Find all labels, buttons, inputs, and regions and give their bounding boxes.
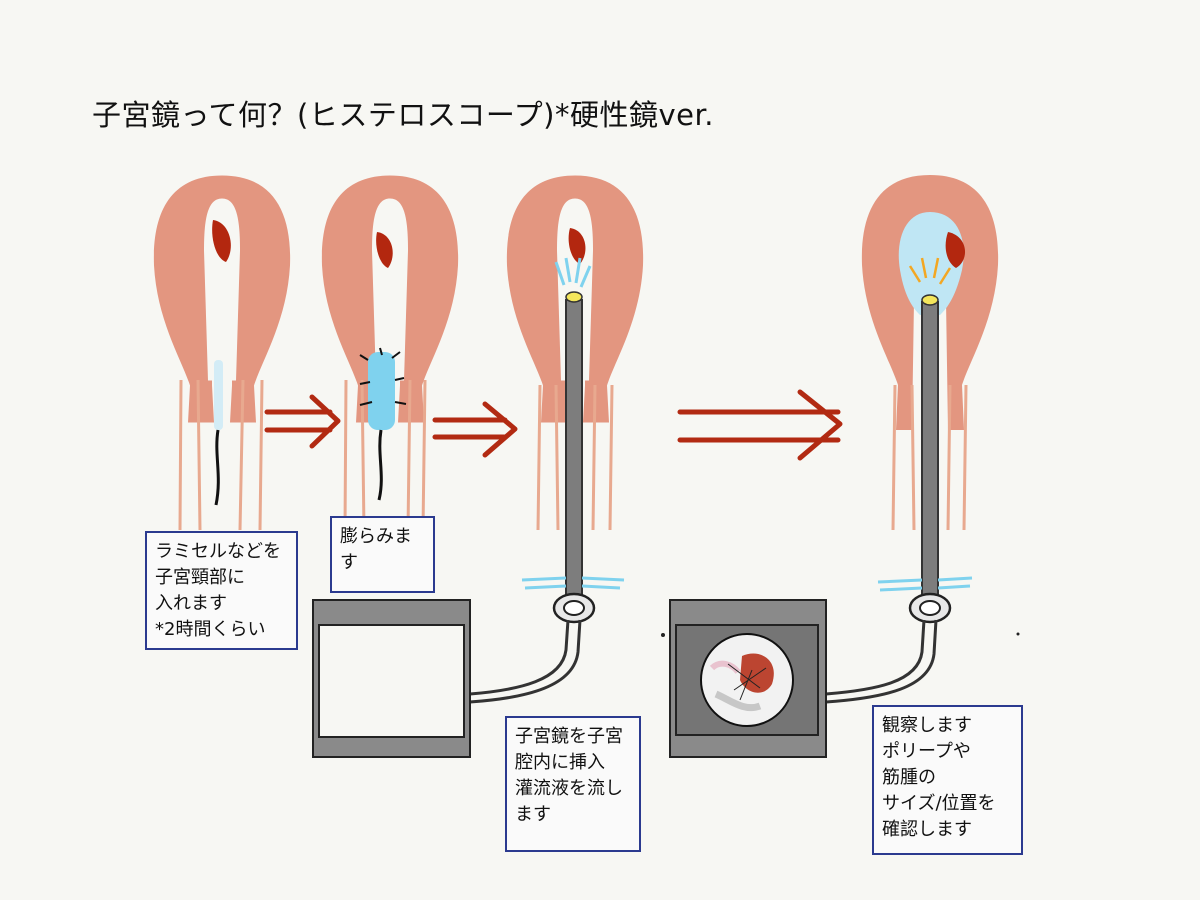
uterus-figure-2 bbox=[321, 175, 459, 531]
light-rays-icon bbox=[908, 257, 952, 285]
hysteroscope-1 bbox=[469, 291, 625, 704]
laminaria-string bbox=[214, 429, 220, 506]
expansion-arrows-icon bbox=[359, 347, 407, 406]
lesion-1 bbox=[212, 220, 231, 262]
monitor-blank bbox=[312, 599, 471, 758]
lesion-3 bbox=[568, 228, 586, 264]
arrow-right-icon bbox=[677, 389, 843, 461]
step-note-2: 膨らみます bbox=[330, 516, 435, 593]
irrigation-fluid-icon bbox=[554, 257, 592, 288]
step-note-4: 観察します ポリープや 筋腫の サイズ/位置を 確認します bbox=[872, 705, 1023, 855]
uterus-figure-1 bbox=[153, 175, 291, 531]
monitor-endoscopic-view bbox=[669, 599, 827, 758]
uterus-figure-3 bbox=[469, 175, 644, 704]
arrow-right-icon bbox=[432, 401, 518, 458]
step-note-3: 子宮鏡を子宮 腔内に挿入 灌流液を流し ます bbox=[505, 716, 641, 852]
dilated-laminaria bbox=[368, 352, 395, 430]
step-note-1: ラミセルなどを 子宮頸部に 入れます *2時間くらい bbox=[145, 531, 298, 650]
laminaria-rod bbox=[214, 360, 223, 430]
uterus-figure-4 bbox=[825, 175, 999, 704]
lesion-2 bbox=[376, 232, 393, 268]
arrow-right-icon bbox=[264, 394, 341, 449]
hysteroscope-2 bbox=[825, 294, 973, 704]
lesion-4 bbox=[945, 232, 966, 268]
diagram-title: 子宮鏡って何？(ヒステロスコープ)*硬性鏡ver. bbox=[92, 98, 714, 132]
